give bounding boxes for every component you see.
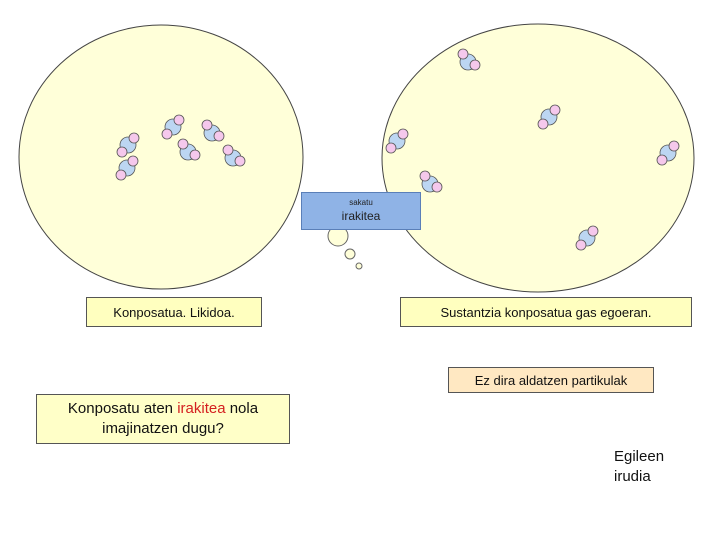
gas-ellipse	[381, 23, 695, 293]
author-credit: Egileen irudia	[614, 448, 665, 485]
liquid-label: Konposatua. Likidoa.	[86, 297, 262, 327]
boil-button[interactable]: sakatu irakitea	[301, 192, 421, 230]
liquid-ellipse	[18, 24, 304, 290]
molecule	[222, 144, 246, 167]
question-text: Konposatu aten irakitea nola imajinatzen…	[37, 399, 289, 439]
molecule	[385, 128, 409, 154]
gas-label: Sustantzia konposatua gas egoeran.	[400, 297, 692, 327]
molecule	[419, 170, 443, 193]
bubble	[344, 248, 356, 260]
bubble	[355, 262, 363, 270]
molecule	[575, 225, 599, 251]
molecule	[201, 119, 225, 142]
question-highlight: irakitea	[177, 400, 226, 417]
note-label: Ez dira aldatzen partikulak	[448, 367, 654, 393]
molecule	[177, 138, 201, 161]
boil-button-hint: sakatu	[349, 198, 373, 207]
question-text-end: nola imajinatzen dugu?	[102, 400, 259, 437]
molecule	[656, 140, 680, 166]
molecule	[537, 104, 561, 130]
molecule	[116, 132, 140, 158]
boil-button-label: irakitea	[341, 209, 381, 223]
molecules-group	[115, 48, 680, 251]
molecule	[457, 48, 481, 71]
molecule	[115, 155, 139, 181]
molecule	[161, 114, 185, 140]
question-text-start: Konposatu aten	[67, 400, 178, 417]
question-box: Konposatu aten irakitea nola imajinatzen…	[36, 394, 290, 444]
